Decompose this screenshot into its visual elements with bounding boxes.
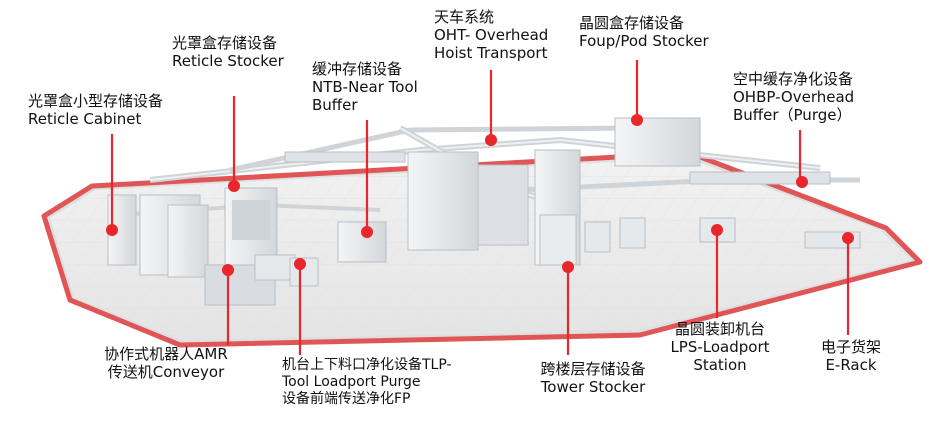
label-reticle-stocker-cn: 光罩盒存储设备 <box>172 34 278 52</box>
label-reticle-cabinet: 光罩盒小型存储设备 Reticle Cabinet <box>28 92 163 128</box>
label-ohbp-en1: OHBP-Overhead <box>733 88 855 106</box>
label-reticle-cabinet-en: Reticle Cabinet <box>28 110 142 128</box>
label-lps-en1: LPS-Loadport <box>670 338 770 356</box>
label-ohbp: 空中缓存净化设备 OHBP-Overhead Buffer（Purge） <box>733 70 854 124</box>
callout-dots <box>106 114 854 276</box>
label-oht-en2: Hoist Transport <box>434 44 548 62</box>
label-tower-stocker-cn: 跨楼层存储设备 <box>540 360 646 378</box>
label-foup-stocker: 晶圆盒存储设备 Foup/Pod Stocker <box>579 14 709 50</box>
label-ntb-cn: 缓冲存储设备 <box>312 60 403 78</box>
label-erack: 电子货架 E-Rack <box>806 338 896 374</box>
label-tlp-line2: Tool Loadport Purge <box>282 374 421 390</box>
label-oht: 天车系统 OHT- Overhead Hoist Transport <box>434 8 548 62</box>
label-tower-stocker-en: Tower Stocker <box>540 378 646 396</box>
label-amr-line2: 传送机Conveyor <box>107 363 225 381</box>
label-lps-en2: Station <box>693 356 747 374</box>
label-foup-stocker-en: Foup/Pod Stocker <box>579 32 709 50</box>
label-oht-en1: OHT- Overhead <box>434 26 549 44</box>
label-ntb-en1: NTB-Near Tool <box>312 78 418 96</box>
label-amr-line1: 协作式机器人AMR <box>104 345 228 363</box>
label-reticle-stocker-en: Reticle Stocker <box>172 52 284 70</box>
label-reticle-stocker: 光罩盒存储设备 Reticle Stocker <box>172 34 284 70</box>
label-tlp: 机台上下料口净化设备TLP- Tool Loadport Purge 设备前端传… <box>282 357 452 408</box>
label-ohbp-en2: Buffer（Purge） <box>733 106 852 124</box>
label-erack-cn: 电子货架 <box>820 338 881 356</box>
label-tower-stocker: 跨楼层存储设备 Tower Stocker <box>523 360 663 396</box>
callout-lines <box>110 60 850 355</box>
label-reticle-cabinet-cn: 光罩盒小型存储设备 <box>28 92 164 110</box>
label-tlp-line1: 机台上下料口净化设备TLP- <box>282 357 452 373</box>
label-erack-en: E-Rack <box>825 356 877 374</box>
label-amr: 协作式机器人AMR 传送机Conveyor <box>82 345 250 381</box>
label-foup-stocker-cn: 晶圆盒存储设备 <box>579 14 685 32</box>
equipment-blocks <box>107 117 861 306</box>
label-oht-cn: 天车系统 <box>434 8 495 26</box>
label-ohbp-cn: 空中缓存净化设备 <box>733 70 854 88</box>
label-lps-cn: 晶圆装卸机台 <box>674 320 765 338</box>
label-ntb: 缓冲存储设备 NTB-Near Tool Buffer <box>312 60 418 114</box>
label-ntb-en2: Buffer <box>312 96 358 114</box>
label-tlp-line3: 设备前端传送净化FP <box>282 391 411 407</box>
label-lps: 晶圆装卸机台 LPS-Loadport Station <box>660 320 780 374</box>
